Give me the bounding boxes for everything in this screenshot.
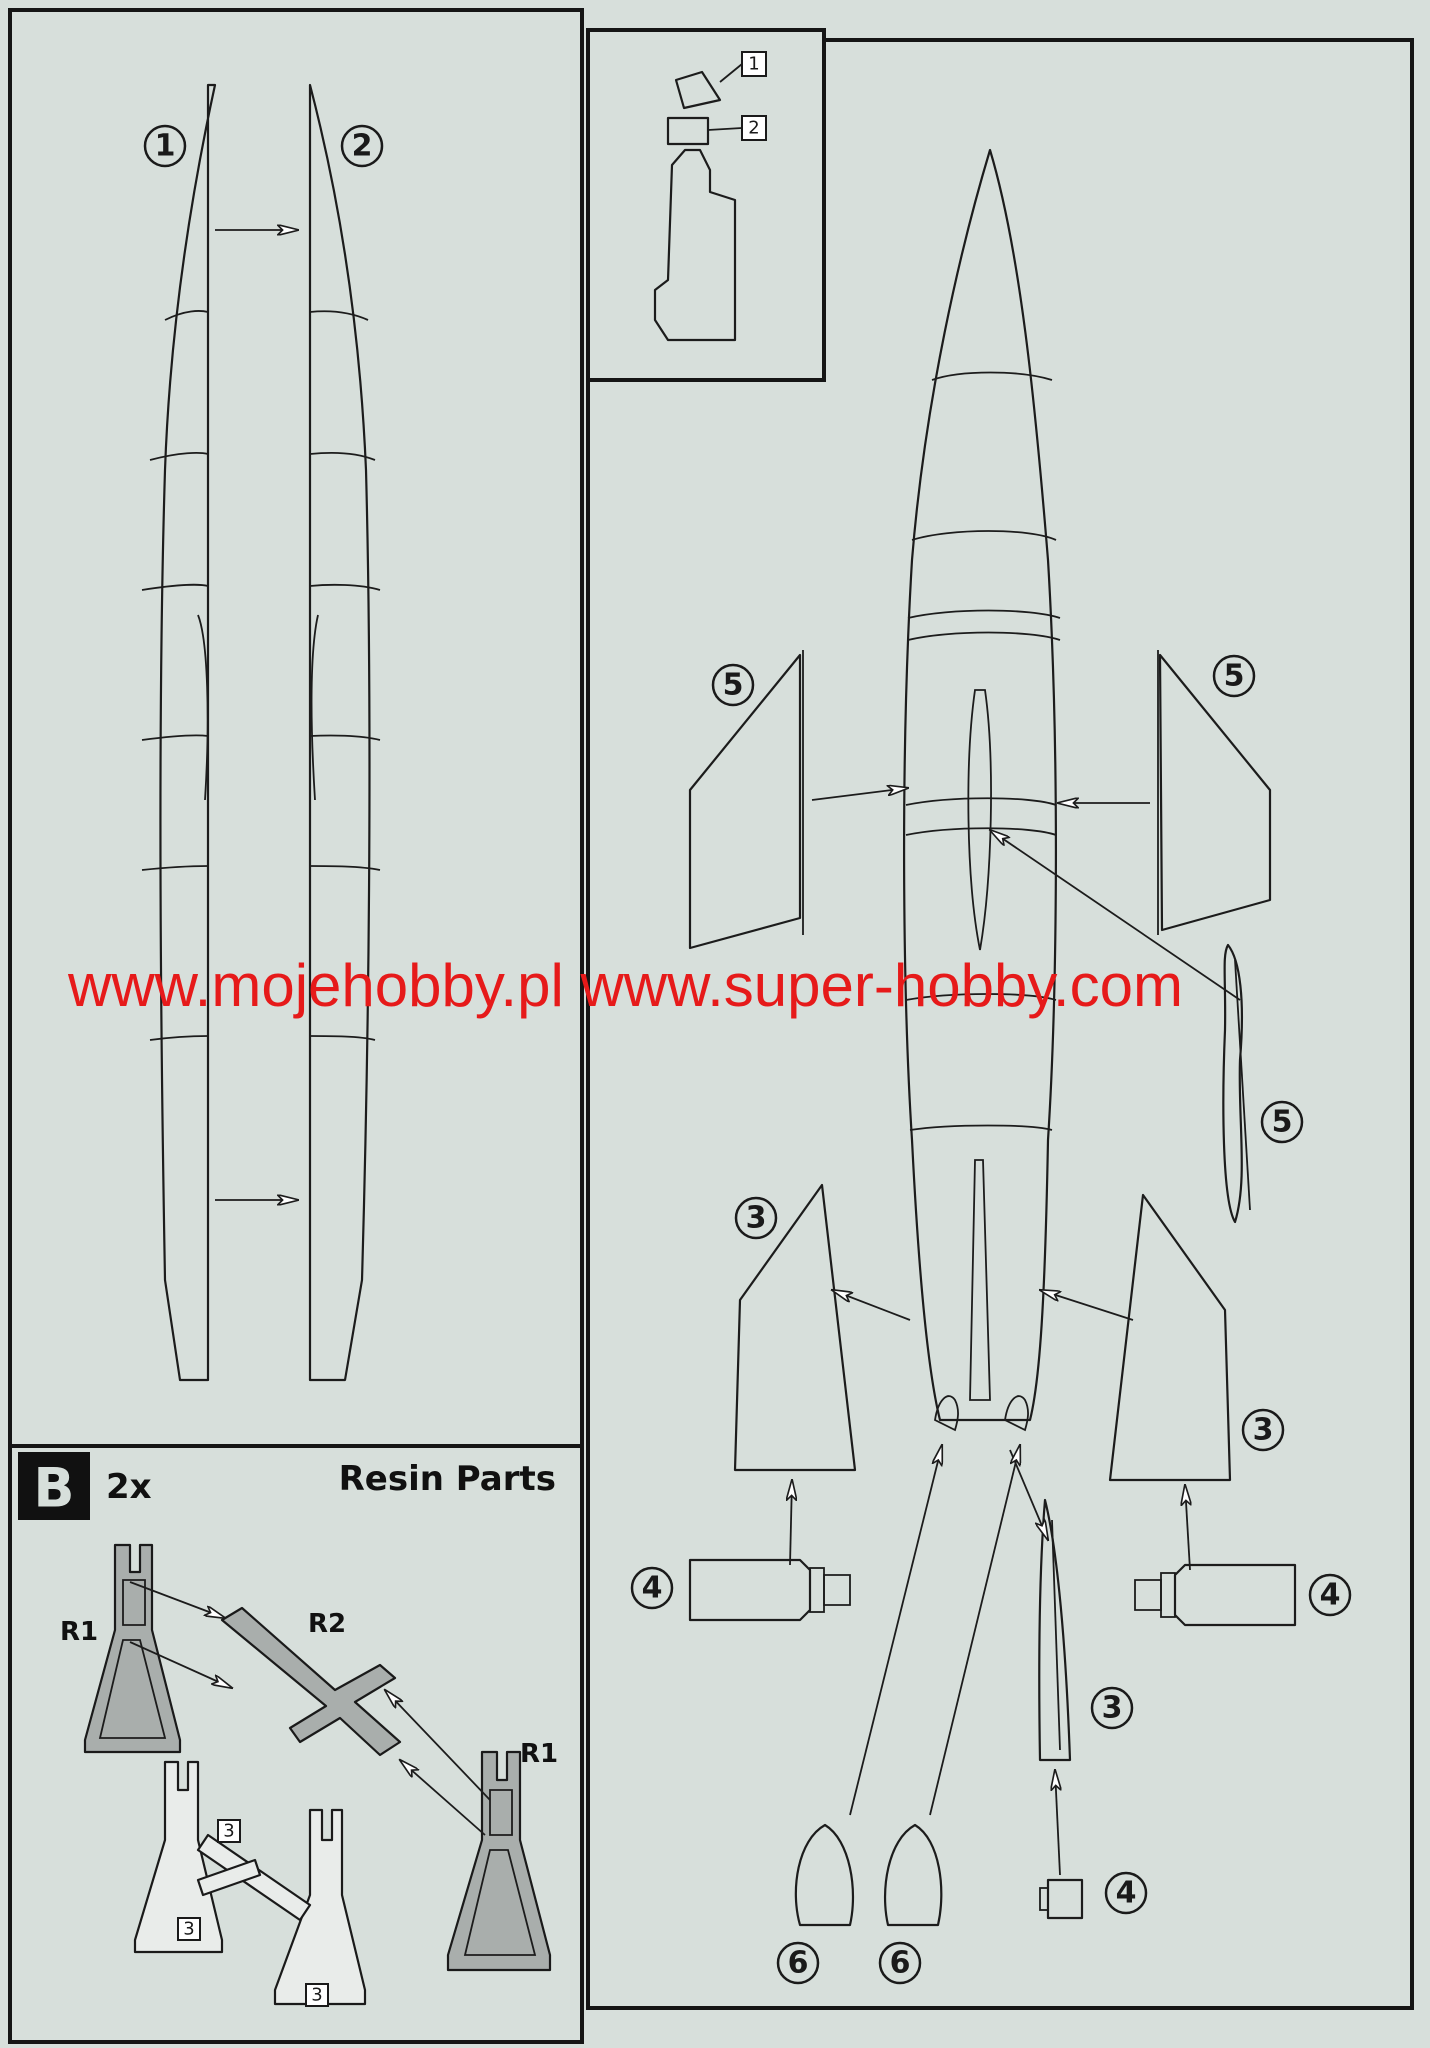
svg-text:3: 3 [1253,1413,1274,1448]
svg-text:5: 5 [1272,1105,1293,1140]
callout-4-left-pod: 4 [630,1566,674,1610]
resin-label-r1-right: R1 [520,1739,558,1769]
svg-text:3: 3 [223,1821,234,1842]
svg-text:6: 6 [890,1946,911,1981]
inset-label-2: 2 [741,115,767,141]
callout-3-left-fin: 3 [734,1196,778,1240]
svg-text:2: 2 [352,129,373,164]
step-title: Resin Parts [339,1459,556,1499]
svg-text:5: 5 [1224,659,1245,694]
callout-1-left: 1 [143,124,187,168]
fuselage-half-part1 [159,83,217,1382]
resin-label-r2: R2 [308,1609,346,1639]
resin-label-r1-left: R1 [60,1617,98,1647]
resin-label-3-b: 3 [177,1917,201,1941]
callout-4-small-pod: 4 [1104,1871,1148,1915]
svg-text:5: 5 [723,668,744,703]
callout-6-right: 6 [878,1941,922,1985]
callout-3-right-fin: 3 [1241,1408,1285,1452]
callout-2-left: 2 [340,124,384,168]
callout-6-left: 6 [776,1941,820,1985]
panel-frames [8,8,1414,2044]
assembled-fuselage [902,148,1058,1422]
step-quantity: 2x [106,1467,152,1507]
svg-text:4: 4 [1116,1876,1137,1911]
cockpit-parts-inset: 1 2 [653,51,767,342]
callout-4-right-pod: 4 [1308,1573,1352,1617]
main-assembly-diagram [688,148,1297,1927]
svg-text:3: 3 [746,1201,767,1236]
svg-text:4: 4 [642,1571,663,1606]
svg-text:2: 2 [748,118,759,139]
resin-label-3-a: 3 [217,1819,241,1843]
svg-text:3: 3 [183,1919,194,1940]
callout-5-side-wing: 5 [1260,1100,1304,1144]
svg-text:6: 6 [788,1946,809,1981]
step-letter: B [33,1457,74,1520]
inset-label-1: 1 [741,51,767,77]
step-b-header: B 2x Resin Parts [18,1452,556,1520]
callout-5-right-wing: 5 [1212,654,1256,698]
svg-text:3: 3 [1102,1691,1123,1726]
resin-stand-diagram: 3 3 3 R1 R2 R1 [60,1543,558,2007]
fuselage-halves-diagram [141,83,381,1382]
callout-5-left-wing: 5 [711,663,755,707]
callout-3-edge-fin: 3 [1090,1686,1134,1730]
resin-label-3-c: 3 [305,1983,329,2007]
svg-text:4: 4 [1320,1578,1341,1613]
svg-text:1: 1 [155,129,176,164]
watermark-text: www.mojehobby.pl www.super-hobby.com [67,952,1183,1019]
svg-text:3: 3 [311,1985,322,2006]
svg-text:1: 1 [748,54,759,75]
fuselage-half-part2 [308,83,371,1382]
